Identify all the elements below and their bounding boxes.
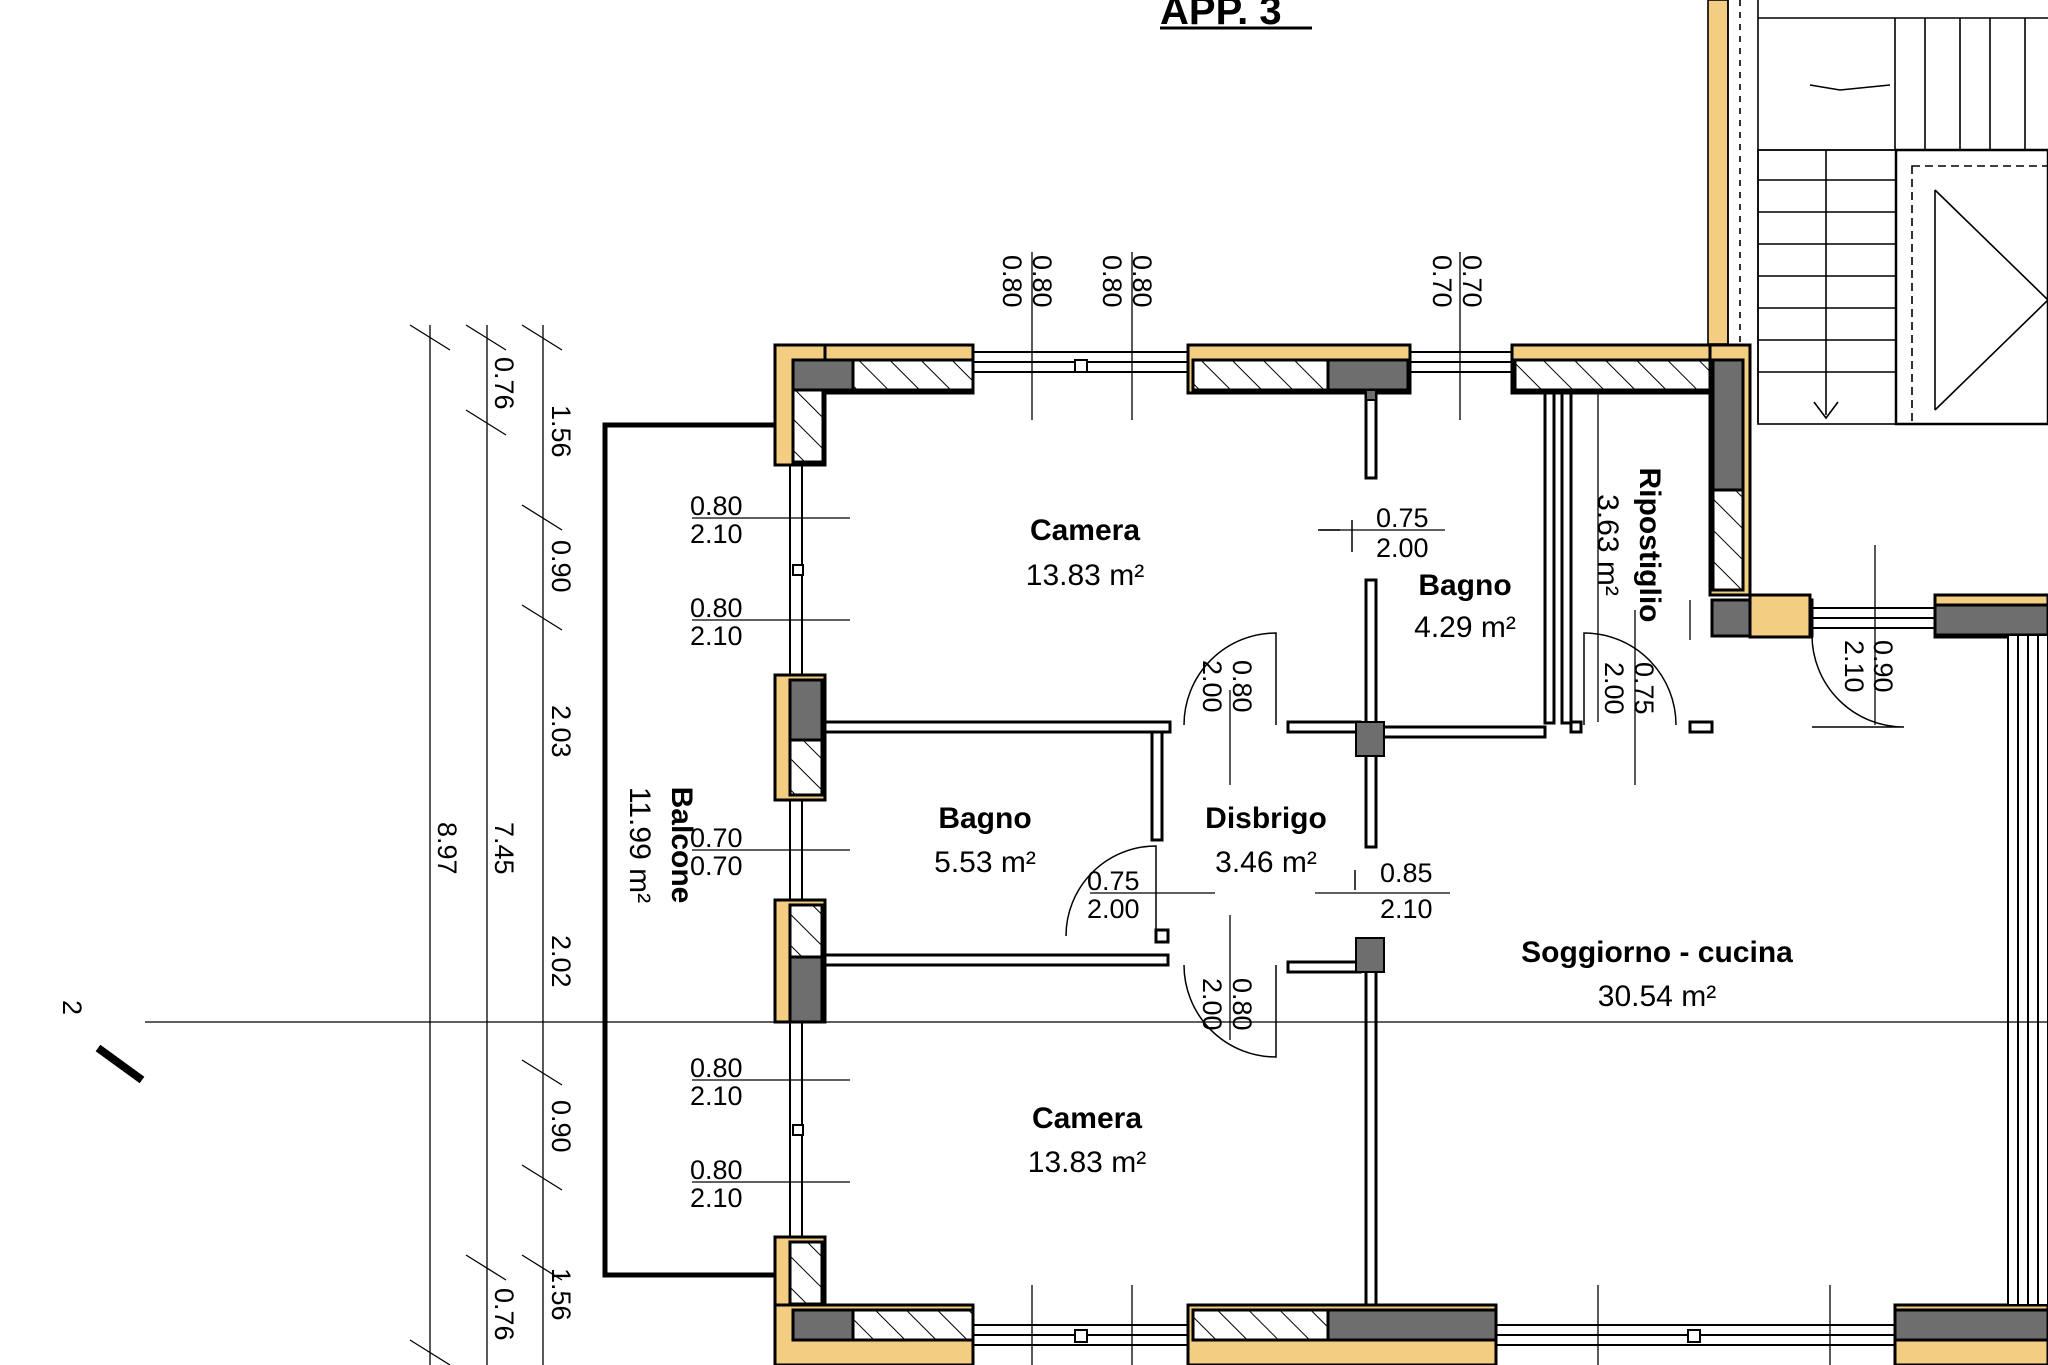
bottom-walls [773, 1303, 2048, 1365]
room-name-ripostiglio: Ripostiglio [1633, 468, 1666, 623]
room-area-disbrigo: 3.46 m² [1215, 846, 1317, 879]
dim-door-h: 2.00 [1599, 662, 1629, 715]
dim-top-h: 0.80 [1027, 255, 1057, 308]
dim-segment: 0.90 [546, 540, 576, 593]
room-area-ripostiglio: 3.63 m² [1591, 494, 1624, 596]
exterior-walls [773, 343, 2048, 639]
bottom-windows [972, 1324, 1896, 1346]
dim-left-w: 0.80 [690, 1053, 743, 1083]
section-marker: 2 [57, 1000, 145, 1084]
dim-door-w: 0.75 [1629, 662, 1659, 715]
room-name-bagno-right: Bagno [1418, 569, 1511, 602]
dim-segment: 0.76 [489, 357, 519, 410]
room-area-camera-top: 13.83 m² [1026, 559, 1144, 592]
structural-columns [1355, 389, 1385, 973]
dim-door-w: 0.75 [1376, 503, 1429, 533]
dim-door-w: 0.85 [1380, 858, 1433, 888]
dim-top-w: 0.80 [997, 255, 1027, 308]
dim-left-w: 0.70 [690, 823, 743, 853]
interior-walls [823, 391, 1714, 1307]
dim-overall-total: 8.97 [432, 822, 462, 875]
dim-top-h: 0.80 [1127, 255, 1157, 308]
room-name-soggiorno: Soggiorno - cucina [1521, 936, 1793, 969]
dim-door-h: 2.10 [1380, 894, 1433, 924]
dim-door-h: 2.00 [1197, 978, 1227, 1031]
room-name-camera-top: Camera [1030, 514, 1140, 547]
dim-segment: 0.76 [489, 1288, 519, 1341]
dim-door-h: 2.00 [1376, 533, 1429, 563]
dim-left-h: 2.10 [690, 621, 743, 651]
room-name-balcone: Balcone [665, 787, 698, 904]
dim-door-h: 2.00 [1197, 660, 1227, 713]
dim-left-w: 0.80 [690, 1155, 743, 1185]
room-area-bagno-mid: 5.53 m² [934, 846, 1036, 879]
room-area-soggiorno: 30.54 m² [1598, 980, 1716, 1013]
dim-segment: 1.56 [546, 1268, 576, 1321]
dim-door-w: 0.80 [1227, 978, 1257, 1031]
door-swings [1065, 520, 1905, 1058]
dim-left-h: 2.10 [690, 1081, 743, 1111]
room-area-balcone: 11.99 m² [623, 787, 656, 903]
dim-left-h: 2.10 [690, 1183, 743, 1213]
room-name-disbrigo: Disbrigo [1205, 802, 1327, 835]
dim-segment: 0.90 [546, 1100, 576, 1153]
dim-top-w: 0.70 [1427, 255, 1457, 308]
left-facade [773, 673, 827, 1365]
right-facade [2007, 634, 2048, 1306]
room-area-bagno-right: 4.29 m² [1414, 611, 1516, 644]
dim-door-w: 0.75 [1087, 866, 1140, 896]
dim-top-w: 0.80 [1097, 255, 1127, 308]
dim-top-h: 0.70 [1457, 255, 1487, 308]
dim-segment: 2.02 [546, 935, 576, 988]
dim-segment: 2.03 [546, 705, 576, 758]
dim-left-h: 2.10 [690, 519, 743, 549]
balcony-outline [602, 422, 775, 1278]
room-name-camera-bottom: Camera [1032, 1102, 1142, 1135]
top-windows [972, 351, 1936, 629]
dim-segment: 1.56 [546, 405, 576, 458]
dim-door-h: 2.00 [1087, 894, 1140, 924]
room-name-bagno-mid: Bagno [938, 802, 1031, 835]
dim-door-w: 0.80 [1227, 660, 1257, 713]
dim-door-w: 0.90 [1868, 640, 1898, 693]
room-area-camera-bottom: 13.83 m² [1028, 1146, 1146, 1179]
stairwell [1707, 0, 2048, 426]
dim-overall-inner: 7.45 [489, 822, 519, 875]
section-marker-number: 2 [57, 1000, 87, 1015]
dim-left-w: 0.80 [690, 491, 743, 521]
dim-left-w: 0.80 [690, 593, 743, 623]
dim-door-h: 2.10 [1839, 640, 1869, 693]
left-windows [789, 465, 804, 1237]
dim-left-h: 0.70 [690, 851, 743, 881]
dimension-lines [145, 252, 2048, 1365]
